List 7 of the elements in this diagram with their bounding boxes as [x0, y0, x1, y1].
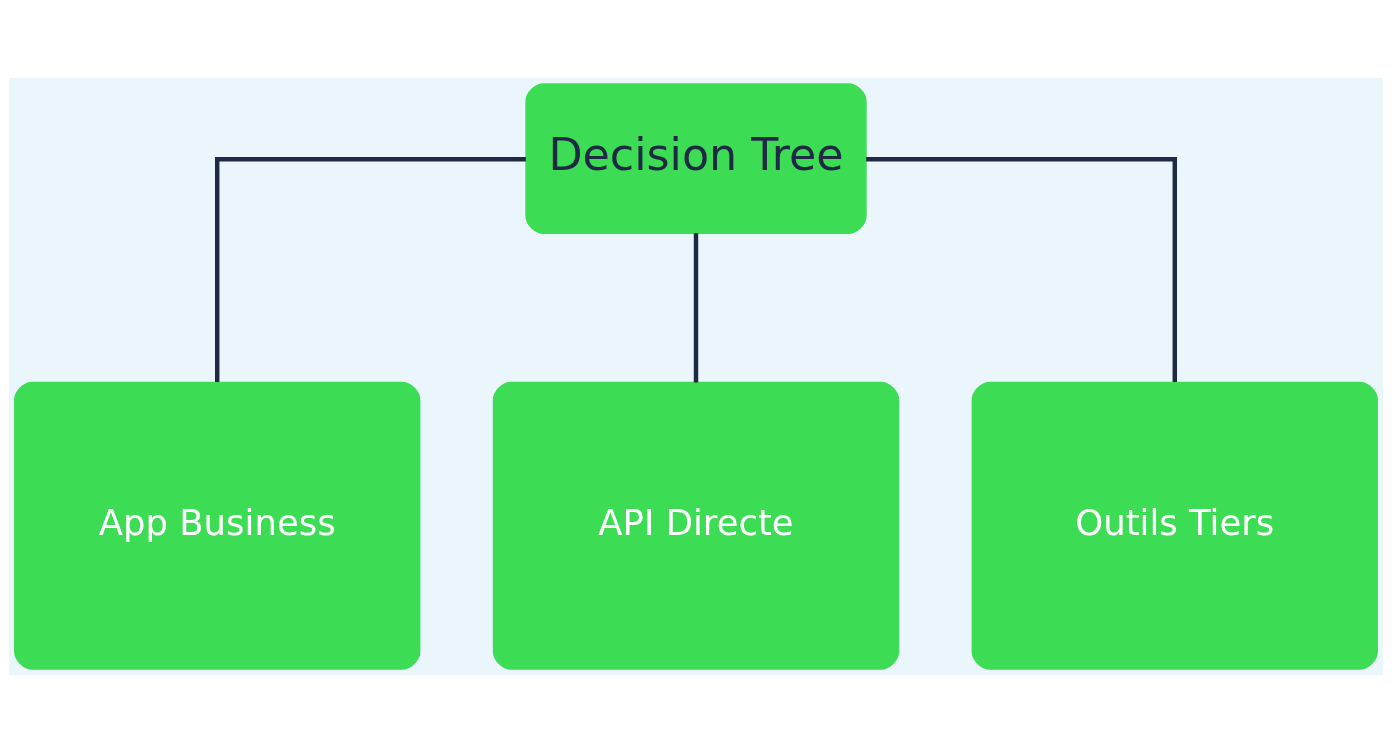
node-box: API Directe [492, 381, 900, 670]
connector [866, 156, 1177, 382]
node-box: Decision Tree [525, 82, 867, 234]
connector [693, 232, 699, 382]
node-box: App Business [14, 381, 421, 670]
connector [215, 156, 526, 382]
node-box: Outils Tiers [971, 381, 1378, 670]
